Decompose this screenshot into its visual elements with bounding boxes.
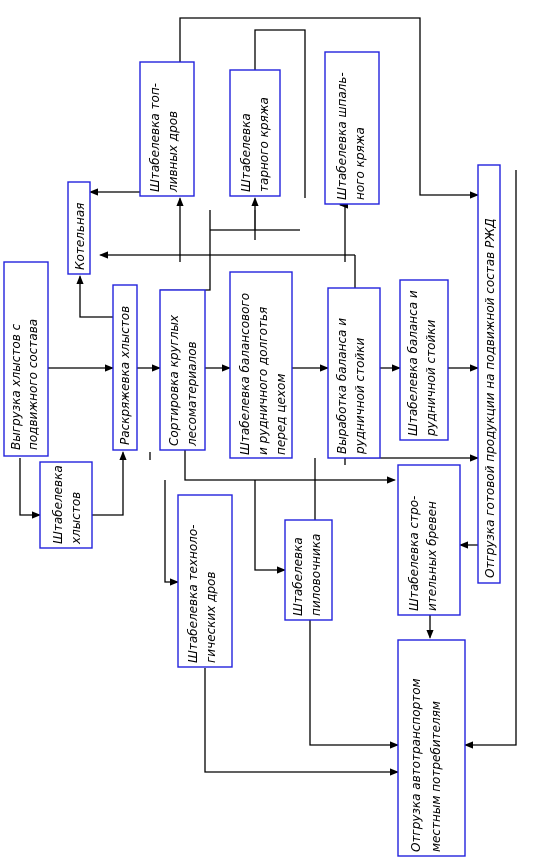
box-building-text-1: Штабелевка стро-	[407, 496, 421, 611]
box-unload-text-1: Выгрузка хлыстов с	[9, 323, 23, 450]
box-sleeper-text-2: ного кряжа	[353, 127, 367, 200]
box-production-text-1: Выработка баланса и	[335, 318, 349, 454]
box-sleeper-text-1: Штабелевка шпаль-	[335, 72, 349, 200]
box-truck-shipping-text-1: Отгрузка автотранспортом	[409, 678, 423, 852]
box-bucking-text: Раскряжевка хлыстов	[118, 306, 132, 445]
box-fuel-text-2: ливных дров	[166, 111, 180, 193]
box-unload-text-2: подвижного состава	[26, 319, 40, 450]
box-production-text-2: рудничной стойки	[353, 337, 367, 455]
box-rail-shipping: Отгрузка готовой продукции на подвижной …	[477, 164, 501, 584]
box-balance-stack-text-1: Штабелевка балансового	[238, 293, 252, 455]
box-sorting-text-2: лесоматериалов	[185, 341, 199, 447]
box-balance-stack: Штабелевка балансового и рудничного долг…	[229, 271, 293, 459]
box-unload: Выгрузка хлыстов с подвижного состава	[3, 261, 49, 457]
box-boiler: Котельная	[67, 181, 91, 275]
box-balance-store-text-2: рудничной стойки	[424, 319, 438, 437]
box-production: Выработка баланса и рудничной стойки	[327, 287, 381, 459]
box-tech-wood-text-1: Штабелевка техноло-	[186, 524, 200, 663]
box-balance-store-text-1: Штабелевка баланса и	[406, 290, 420, 436]
box-rail-shipping-text: Отгрузка готовой продукции на подвижной …	[483, 218, 497, 578]
box-sawlogs-text-1: Штабелевка	[291, 537, 305, 616]
box-sawlogs-text-2: пиловочника	[309, 534, 323, 616]
box-sorting-text-1: Сортировка круглых	[167, 314, 181, 446]
box-sleeper: Штабелевка шпаль- ного кряжа	[324, 51, 380, 205]
box-boiler-text: Котельная	[73, 203, 87, 270]
connectors	[19, 17, 517, 776]
box-building: Штабелевка стро- ительных бревен	[397, 464, 461, 616]
box-balance-stack-text-2: и рудничного долготья	[256, 307, 270, 455]
box-pulp-text-2: тарного кряжа	[257, 97, 271, 192]
box-balance-stack-text-3: перед цехом	[274, 374, 288, 455]
box-tech-wood-text-2: гических дров	[204, 572, 218, 663]
box-building-text-2: ительных бревен	[425, 501, 439, 611]
box-fuel: Штабелевка топ- ливных дров	[139, 61, 195, 197]
box-stack-logs-text-2: хлыстов	[69, 492, 83, 545]
box-stack-logs-text-1: Штабелевка	[51, 465, 65, 544]
box-stack-logs: Штабелевка хлыстов	[39, 461, 93, 549]
box-pulp-text-1: Штабелевка	[239, 113, 253, 192]
box-fuel-text-1: Штабелевка топ-	[148, 83, 162, 192]
box-sorting: Сортировка круглых лесоматериалов	[159, 289, 206, 451]
box-pulp: Штабелевка тарного кряжа	[229, 69, 281, 197]
box-tech-wood: Штабелевка техноло- гических дров	[177, 494, 233, 668]
box-bucking: Раскряжевка хлыстов	[112, 284, 138, 451]
box-truck-shipping: Отгрузка автотранспортом местным потреби…	[397, 639, 466, 857]
box-balance-store: Штабелевка баланса и рудничной стойки	[399, 279, 449, 441]
box-sawlogs: Штабелевка пиловочника	[284, 519, 333, 621]
box-truck-shipping-text-2: местным потребителям	[429, 701, 443, 852]
